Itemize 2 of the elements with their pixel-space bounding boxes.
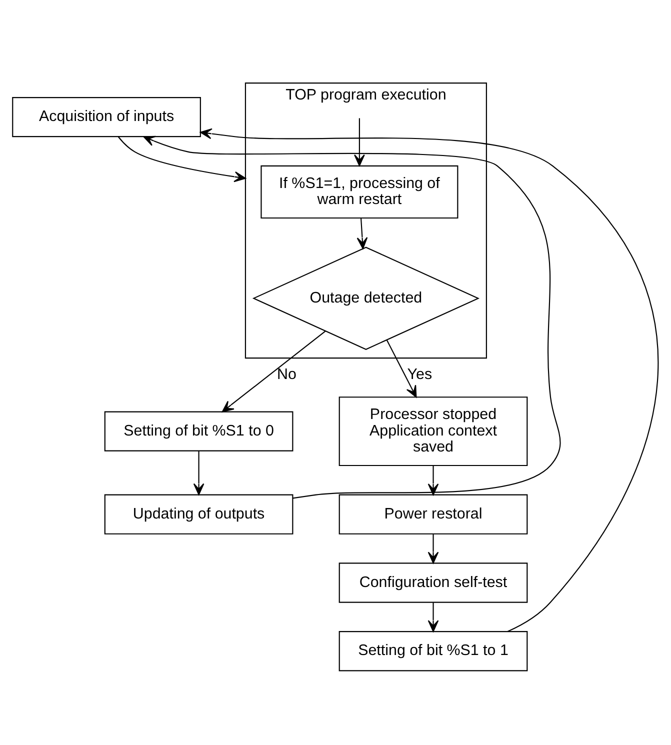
edge-label: No xyxy=(277,366,296,383)
edge-label: Yes xyxy=(407,366,432,383)
